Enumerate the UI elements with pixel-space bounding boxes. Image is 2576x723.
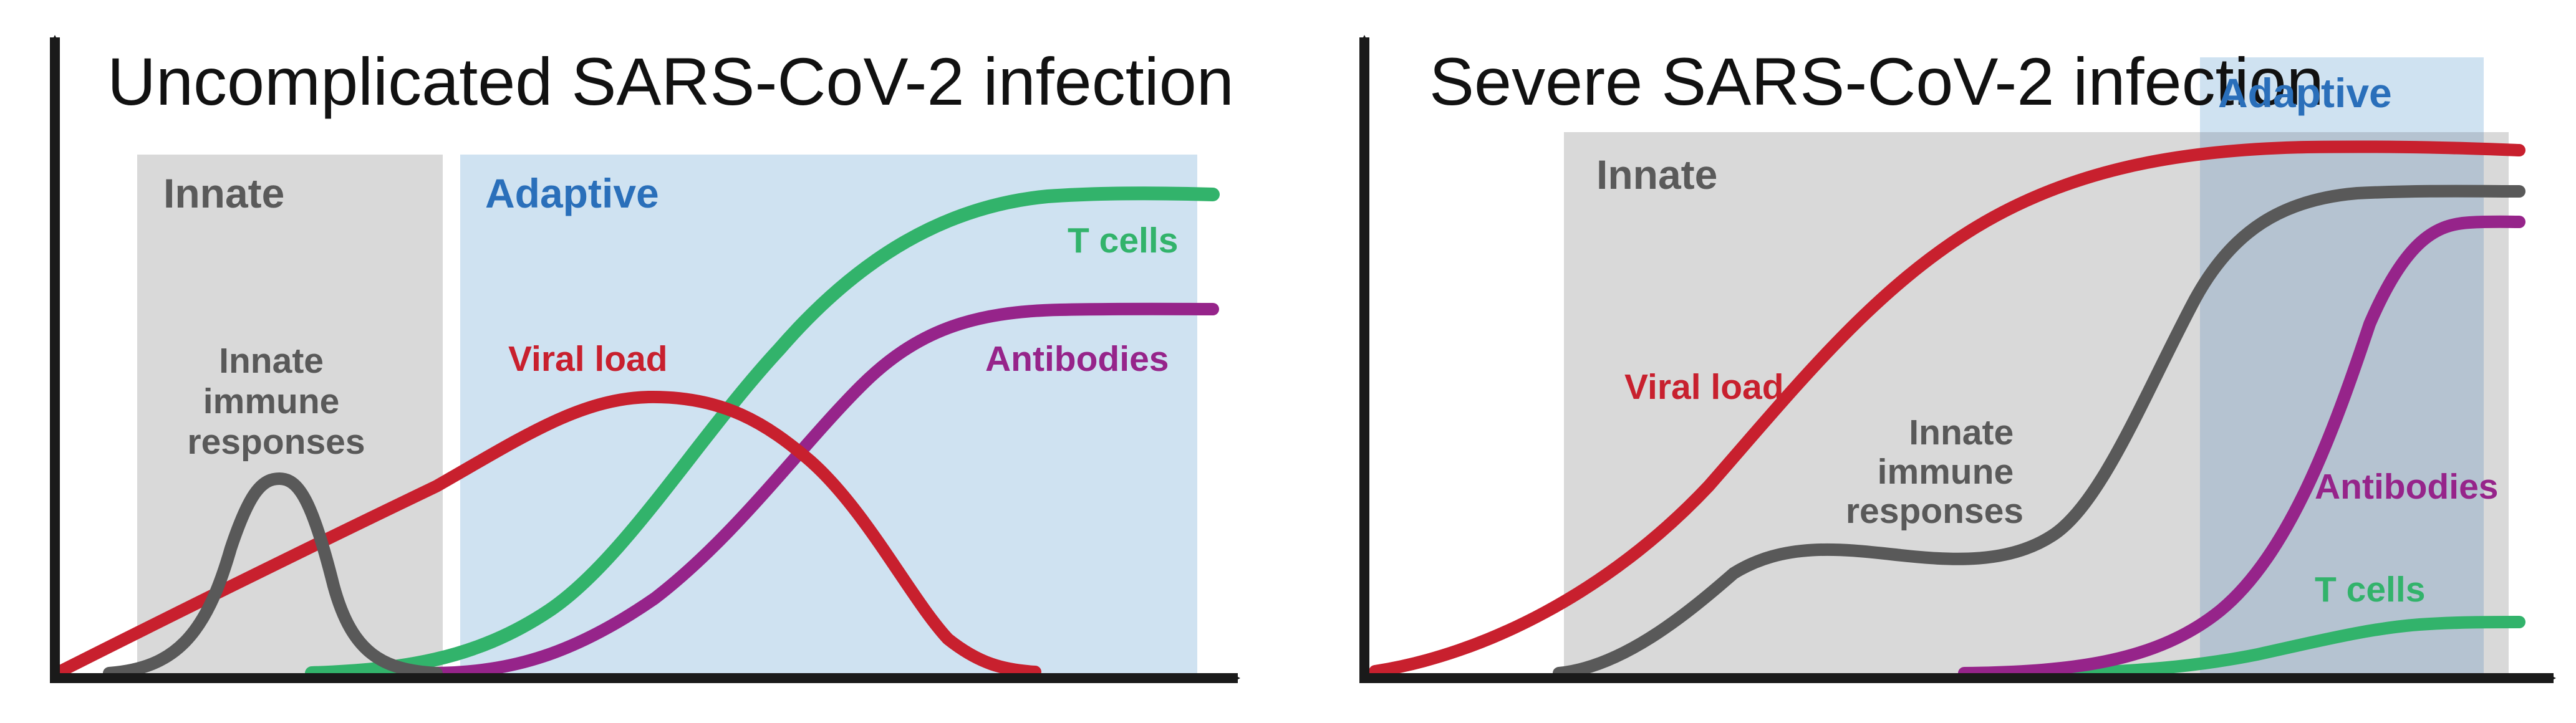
innate-phase-label: Innate (1596, 151, 1717, 198)
t-cells-curve (305, 186, 1220, 680)
t-cells-curve (2052, 616, 2525, 679)
antibodies-label: Antibodies (2315, 467, 2499, 507)
adaptive-phase-label: Adaptive (485, 170, 659, 216)
innate-phase-region (137, 155, 443, 675)
viral-load-label: Viral load (508, 339, 668, 379)
panel-title: Uncomplicated SARS-CoV-2 infection (107, 44, 1234, 119)
innate-immune-label: Innate immune responses (1846, 413, 2024, 531)
innate-immune-label: Innate immune responses (187, 341, 365, 462)
panel-severe: Severe SARS-CoV-2 infection Innate Adapt… (1359, 35, 2556, 683)
antibodies-curve (430, 302, 1219, 679)
viral-load-curve (53, 390, 1041, 678)
innate-immune-curve (1553, 184, 2525, 679)
t-cells-label: T cells (1068, 221, 1178, 261)
viral-load-label: Viral load (1624, 367, 1784, 407)
antibodies-label: Antibodies (985, 339, 1169, 379)
panel-title: Severe SARS-CoV-2 infection (1429, 44, 2324, 119)
antibodies-curve (1958, 215, 2525, 679)
panel-uncomplicated: Uncomplicated SARS-CoV-2 infection Innat… (50, 35, 1240, 683)
viral-load-curve (1369, 140, 2525, 678)
t-cells-label: T cells (2315, 570, 2425, 610)
adaptive-phase-label: Adaptive (2218, 70, 2392, 116)
innate-phase-label: Innate (163, 170, 284, 216)
innate-immune-curve (103, 472, 443, 679)
